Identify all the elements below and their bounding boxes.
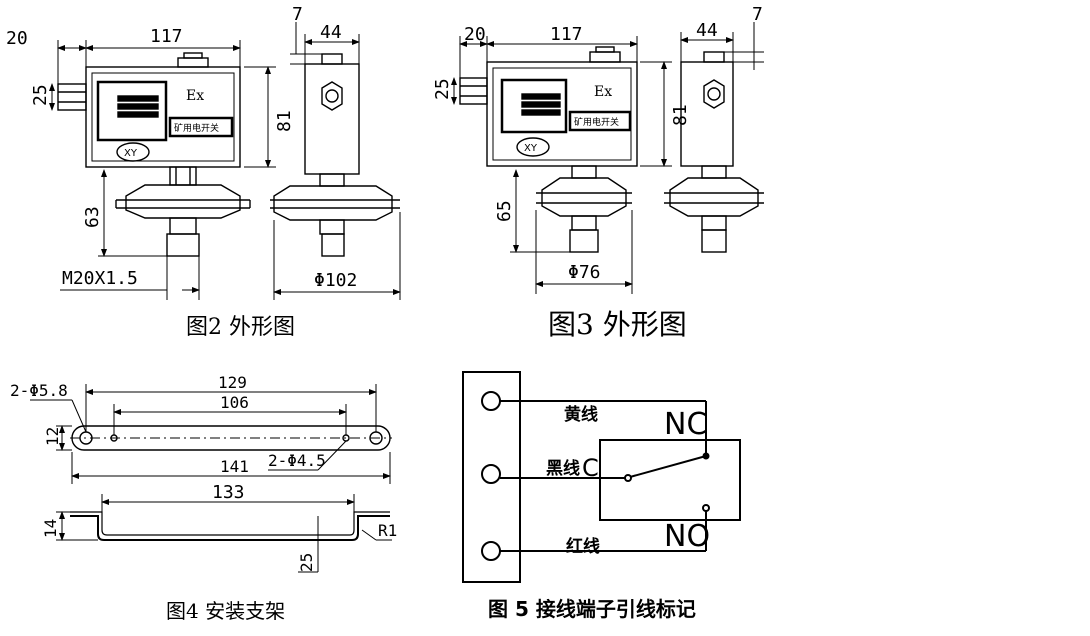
fig2-housing [85,66,241,168]
fig2-dim-7: 7 [292,4,303,25]
fig4-dim-12: 12 [43,427,62,446]
fig3-dim-44: 44 [696,20,718,41]
fig3-dim-20: 20 [464,24,486,45]
fig4-dim-106: 106 [220,393,249,412]
fig3-dim-25: 25 [432,78,453,100]
fig3-dim-117: 117 [550,24,583,45]
fig5-label-nc: NC [664,407,707,442]
fig3-dim-7: 7 [752,4,763,25]
fig2-side-housing [304,63,360,175]
fig5-switch-box [599,439,741,521]
fig2-dim-81: 81 [274,110,295,132]
fig4-dim-14: 14 [41,519,60,538]
fig2-caption: 图2 外形图 [186,315,295,340]
fig3-dim-81: 81 [670,104,691,126]
fig4-caption: 图4 安装支架 [166,599,285,623]
fig3-housing [486,61,638,167]
fig2-nameplate-text: 矿用电开关 [174,122,219,134]
fig5-switch-contact [629,455,707,478]
fig3-logo-text: XY [524,143,538,154]
fig5-terminal-bottom [481,541,501,561]
fig4-dim-25: 25 [297,553,316,572]
fig2-dim-25: 25 [30,84,51,106]
fig3-dim-65: 65 [494,200,515,222]
fig4-dim-133: 133 [212,482,245,503]
fig2-dim-diameter: Φ102 [314,270,357,291]
figure-2-outline [57,52,400,257]
fig3-dim-diameter: Φ76 [568,262,601,283]
fig4-dim-141: 141 [220,457,249,476]
fig2-dim-63: 63 [82,206,103,228]
fig4-dim-hole-large: 2-Φ5.8 [10,381,68,400]
fig3-dimension-texts: 20 117 44 7 25 81 65 Φ76 Ex XY 矿用电开关 图3 … [432,4,763,341]
fig4-dim-r1: R1 [378,521,397,540]
fig2-ex-mark: Ex [186,88,204,104]
fig2-label-plate [96,80,168,142]
figure-3-outline [459,46,764,253]
fig4-bracket-profile [70,515,390,541]
fig5-texts: 黄线 黑线 C 红线 NC NO 图 5 接线端子引线标记 [488,404,710,621]
fig2-dimension-lines [49,22,401,300]
fig5-terminal-top [481,391,501,411]
fig4-dimension-lines [30,384,392,573]
fig2-nameplate [168,116,234,138]
fig4-dimension-texts: 2-Φ5.8 129 106 12 141 2-Φ4.5 133 14 25 R… [10,373,397,623]
fig5-label-red: 红线 [566,536,600,557]
fig3-nameplate [568,110,632,132]
fig3-dimension-lines [451,22,764,294]
fig2-logo-oval [116,142,150,162]
fig5-label-yellow: 黄线 [564,404,598,425]
fig4-dim-hole-small: 2-Φ4.5 [268,451,326,470]
fig2-dimension-texts: 20 117 7 44 25 81 63 M20X1.5 Φ102 Ex XY … [6,4,357,340]
fig5-label-common: C [582,454,599,482]
fig3-caption: 图3 外形图 [548,308,687,341]
fig2-dim-44: 44 [320,22,342,43]
fig3-nameplate-text: 矿用电开关 [574,116,619,128]
fig2-dim-thread: M20X1.5 [62,268,138,289]
fig5-terminal-middle [481,464,501,484]
fig2-dim-117: 117 [150,26,183,47]
figure-4-bracket [70,425,392,541]
fig3-label-plate [500,78,568,134]
fig5-caption: 图 5 接线端子引线标记 [488,597,696,621]
fig3-logo-oval [516,137,550,157]
fig3-ex-mark: Ex [594,84,612,100]
fig5-label-no: NO [664,519,710,554]
fig2-logo-text: XY [124,148,138,159]
fig5-label-black: 黑线 [546,458,580,479]
fig4-dim-129: 129 [218,373,247,392]
figure-5-wiring [462,371,741,583]
fig2-dim-20: 20 [6,28,28,49]
